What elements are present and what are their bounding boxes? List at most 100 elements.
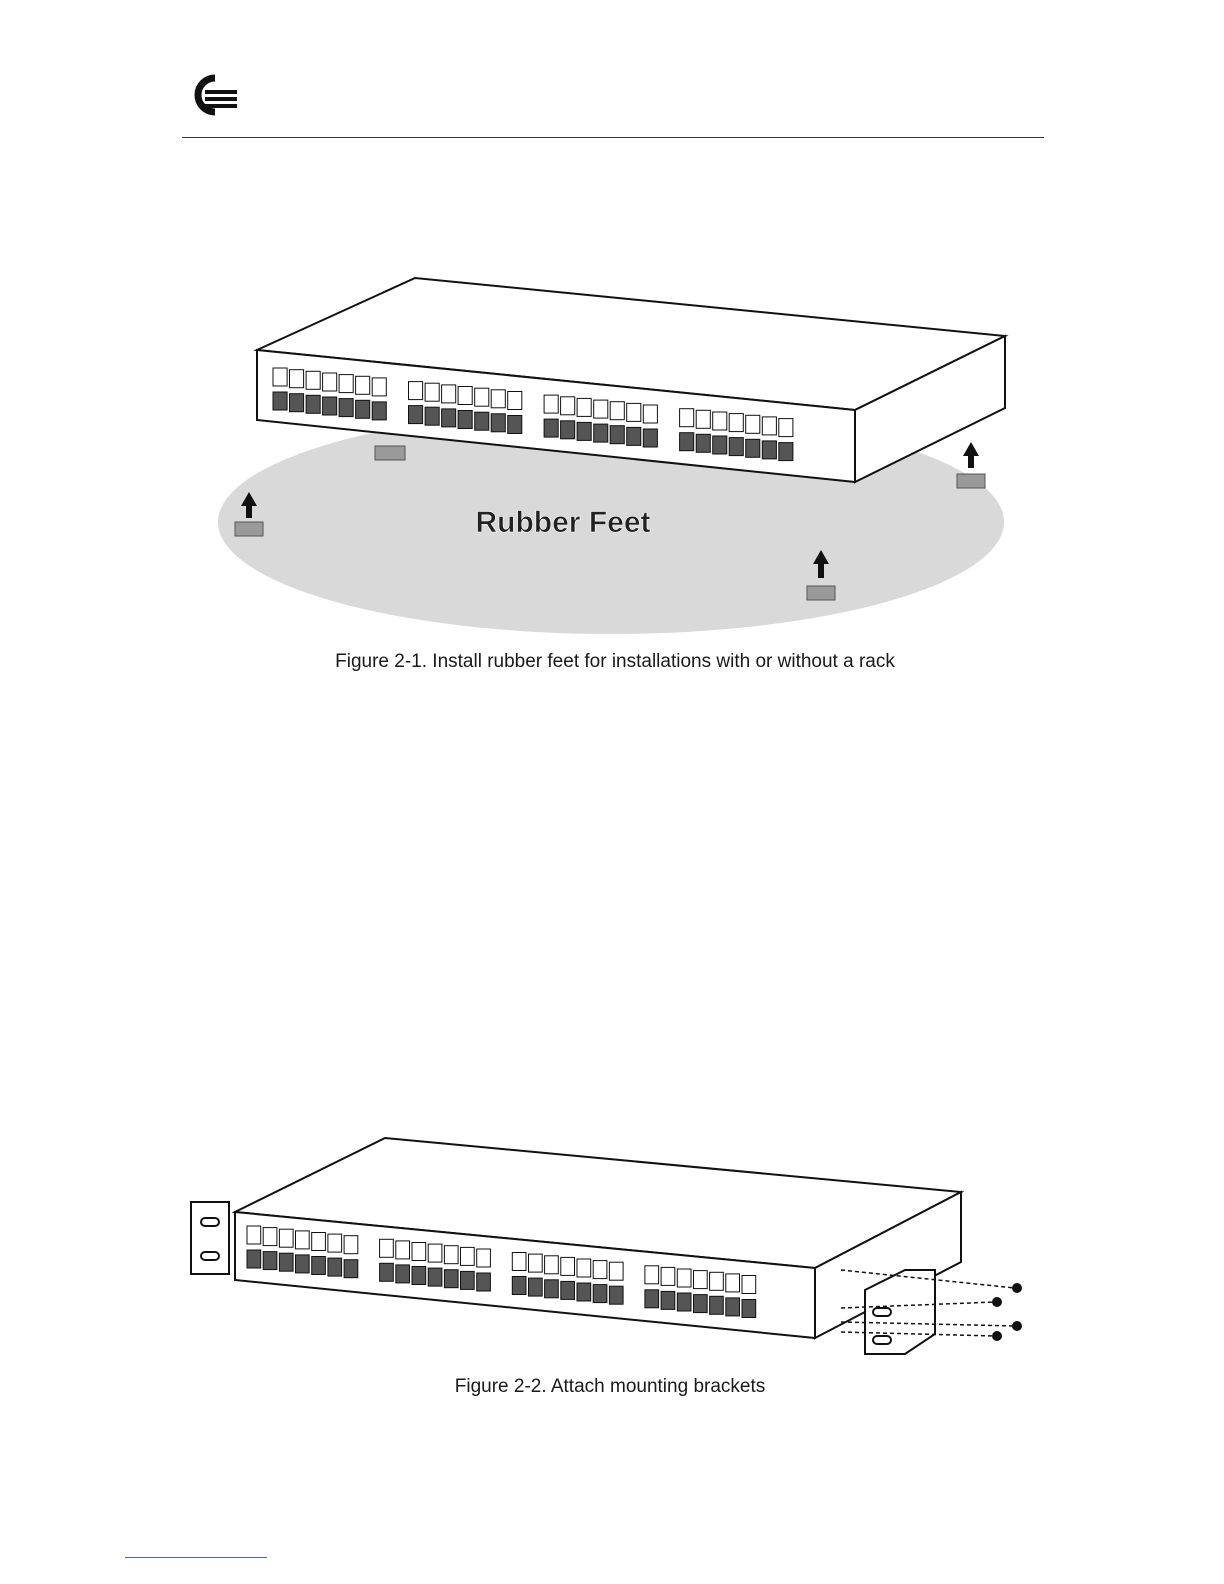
- rj45-port-icon: [409, 406, 423, 424]
- rj45-port-icon: [508, 392, 522, 410]
- rj45-port-icon: [661, 1291, 675, 1309]
- rj45-port-icon: [247, 1226, 261, 1244]
- rj45-port-icon: [593, 1285, 607, 1303]
- rj45-port-icon: [627, 427, 641, 445]
- rj45-port-icon: [645, 1290, 659, 1308]
- figure-mounting-brackets: [185, 1130, 1040, 1365]
- rj45-port-icon: [680, 409, 694, 427]
- rj45-port-icon: [529, 1278, 543, 1296]
- rj45-port-icon: [477, 1273, 491, 1291]
- rj45-port-icon: [428, 1244, 442, 1262]
- rj45-port-icon: [544, 419, 558, 437]
- rj45-port-icon: [412, 1267, 426, 1285]
- rj45-port-icon: [545, 1280, 559, 1298]
- rj45-port-icon: [677, 1293, 691, 1311]
- rj45-port-icon: [529, 1254, 543, 1272]
- rj45-port-icon: [643, 429, 657, 447]
- rj45-port-icon: [279, 1253, 293, 1271]
- rubber-foot: [807, 586, 835, 600]
- rubber-foot: [235, 522, 263, 536]
- rj45-port-icon: [677, 1269, 691, 1287]
- rj45-port-icon: [461, 1271, 475, 1289]
- rj45-port-icon: [344, 1236, 358, 1254]
- rj45-port-icon: [323, 397, 337, 415]
- rj45-port-icon: [328, 1258, 342, 1276]
- rj45-port-icon: [396, 1241, 410, 1259]
- rj45-port-icon: [290, 394, 304, 412]
- figure-1-caption: Figure 2-1. Install rubber feet for inst…: [215, 651, 1015, 673]
- rj45-port-icon: [729, 438, 743, 456]
- rj45-port-icon: [425, 383, 439, 401]
- rj45-port-icon: [458, 411, 472, 429]
- rj45-port-icon: [661, 1267, 675, 1285]
- rj45-port-icon: [491, 390, 505, 408]
- rj45-port-icon: [627, 403, 641, 421]
- rj45-port-icon: [694, 1271, 708, 1289]
- rj45-port-icon: [306, 371, 320, 389]
- rj45-port-icon: [475, 412, 489, 430]
- rj45-port-icon: [428, 1268, 442, 1286]
- rj45-port-icon: [380, 1239, 394, 1257]
- rj45-port-icon: [746, 415, 760, 433]
- rj45-port-icon: [409, 382, 423, 400]
- rj45-port-icon: [339, 375, 353, 393]
- rj45-port-icon: [561, 397, 575, 415]
- rj45-port-icon: [577, 422, 591, 440]
- rj45-port-icon: [594, 400, 608, 418]
- rj45-port-icon: [713, 436, 727, 454]
- rj45-port-icon: [247, 1250, 261, 1268]
- screw-icon: [992, 1331, 1002, 1341]
- rj45-port-icon: [610, 426, 624, 444]
- rj45-port-icon: [263, 1252, 277, 1270]
- rj45-port-icon: [779, 419, 793, 437]
- rj45-port-icon: [610, 402, 624, 420]
- rj45-port-icon: [344, 1260, 358, 1278]
- rj45-port-icon: [680, 433, 694, 451]
- rj45-port-icon: [609, 1262, 623, 1280]
- rj45-port-icon: [742, 1300, 756, 1318]
- rj45-port-icon: [263, 1228, 277, 1246]
- rj45-port-icon: [762, 441, 776, 459]
- rj45-port-icon: [694, 1295, 708, 1313]
- rj45-port-icon: [561, 1281, 575, 1299]
- rj45-port-icon: [710, 1272, 724, 1290]
- rj45-port-icon: [273, 392, 287, 410]
- rj45-port-icon: [444, 1270, 458, 1288]
- rj45-port-icon: [458, 387, 472, 405]
- rj45-port-icon: [710, 1296, 724, 1314]
- rj45-port-icon: [372, 378, 386, 396]
- header-divider: [182, 137, 1044, 138]
- rj45-port-icon: [477, 1249, 491, 1267]
- rj45-port-icon: [508, 416, 522, 434]
- rj45-port-icon: [396, 1265, 410, 1283]
- screw-icon: [1012, 1321, 1022, 1331]
- rj45-port-icon: [577, 1259, 591, 1277]
- screw-icon: [1012, 1283, 1022, 1293]
- rj45-port-icon: [356, 376, 370, 394]
- rj45-port-icon: [380, 1263, 394, 1281]
- rj45-port-icon: [594, 424, 608, 442]
- rj45-port-icon: [545, 1256, 559, 1274]
- rj45-port-icon: [645, 1266, 659, 1284]
- screw-icon: [992, 1297, 1002, 1307]
- rj45-port-icon: [339, 399, 353, 417]
- rj45-port-icon: [577, 398, 591, 416]
- rubber-feet-label: Rubber Feet: [475, 506, 650, 539]
- rj45-port-icon: [696, 410, 710, 428]
- rj45-port-icon: [696, 434, 710, 452]
- rj45-port-icon: [779, 443, 793, 461]
- rj45-port-icon: [290, 370, 304, 388]
- rj45-port-icon: [561, 421, 575, 439]
- rj45-port-icon: [577, 1283, 591, 1301]
- rj45-port-icon: [729, 414, 743, 432]
- rj45-port-icon: [512, 1277, 526, 1295]
- rj45-port-icon: [372, 402, 386, 420]
- rj45-port-icon: [425, 407, 439, 425]
- rj45-port-icon: [461, 1247, 475, 1265]
- rj45-port-icon: [593, 1261, 607, 1279]
- rj45-port-icon: [356, 400, 370, 418]
- rj45-port-icon: [296, 1255, 310, 1273]
- figure-rubber-feet: Rubber Feet: [215, 270, 1015, 640]
- brand-logo-icon: [185, 72, 241, 116]
- rj45-port-icon: [328, 1234, 342, 1252]
